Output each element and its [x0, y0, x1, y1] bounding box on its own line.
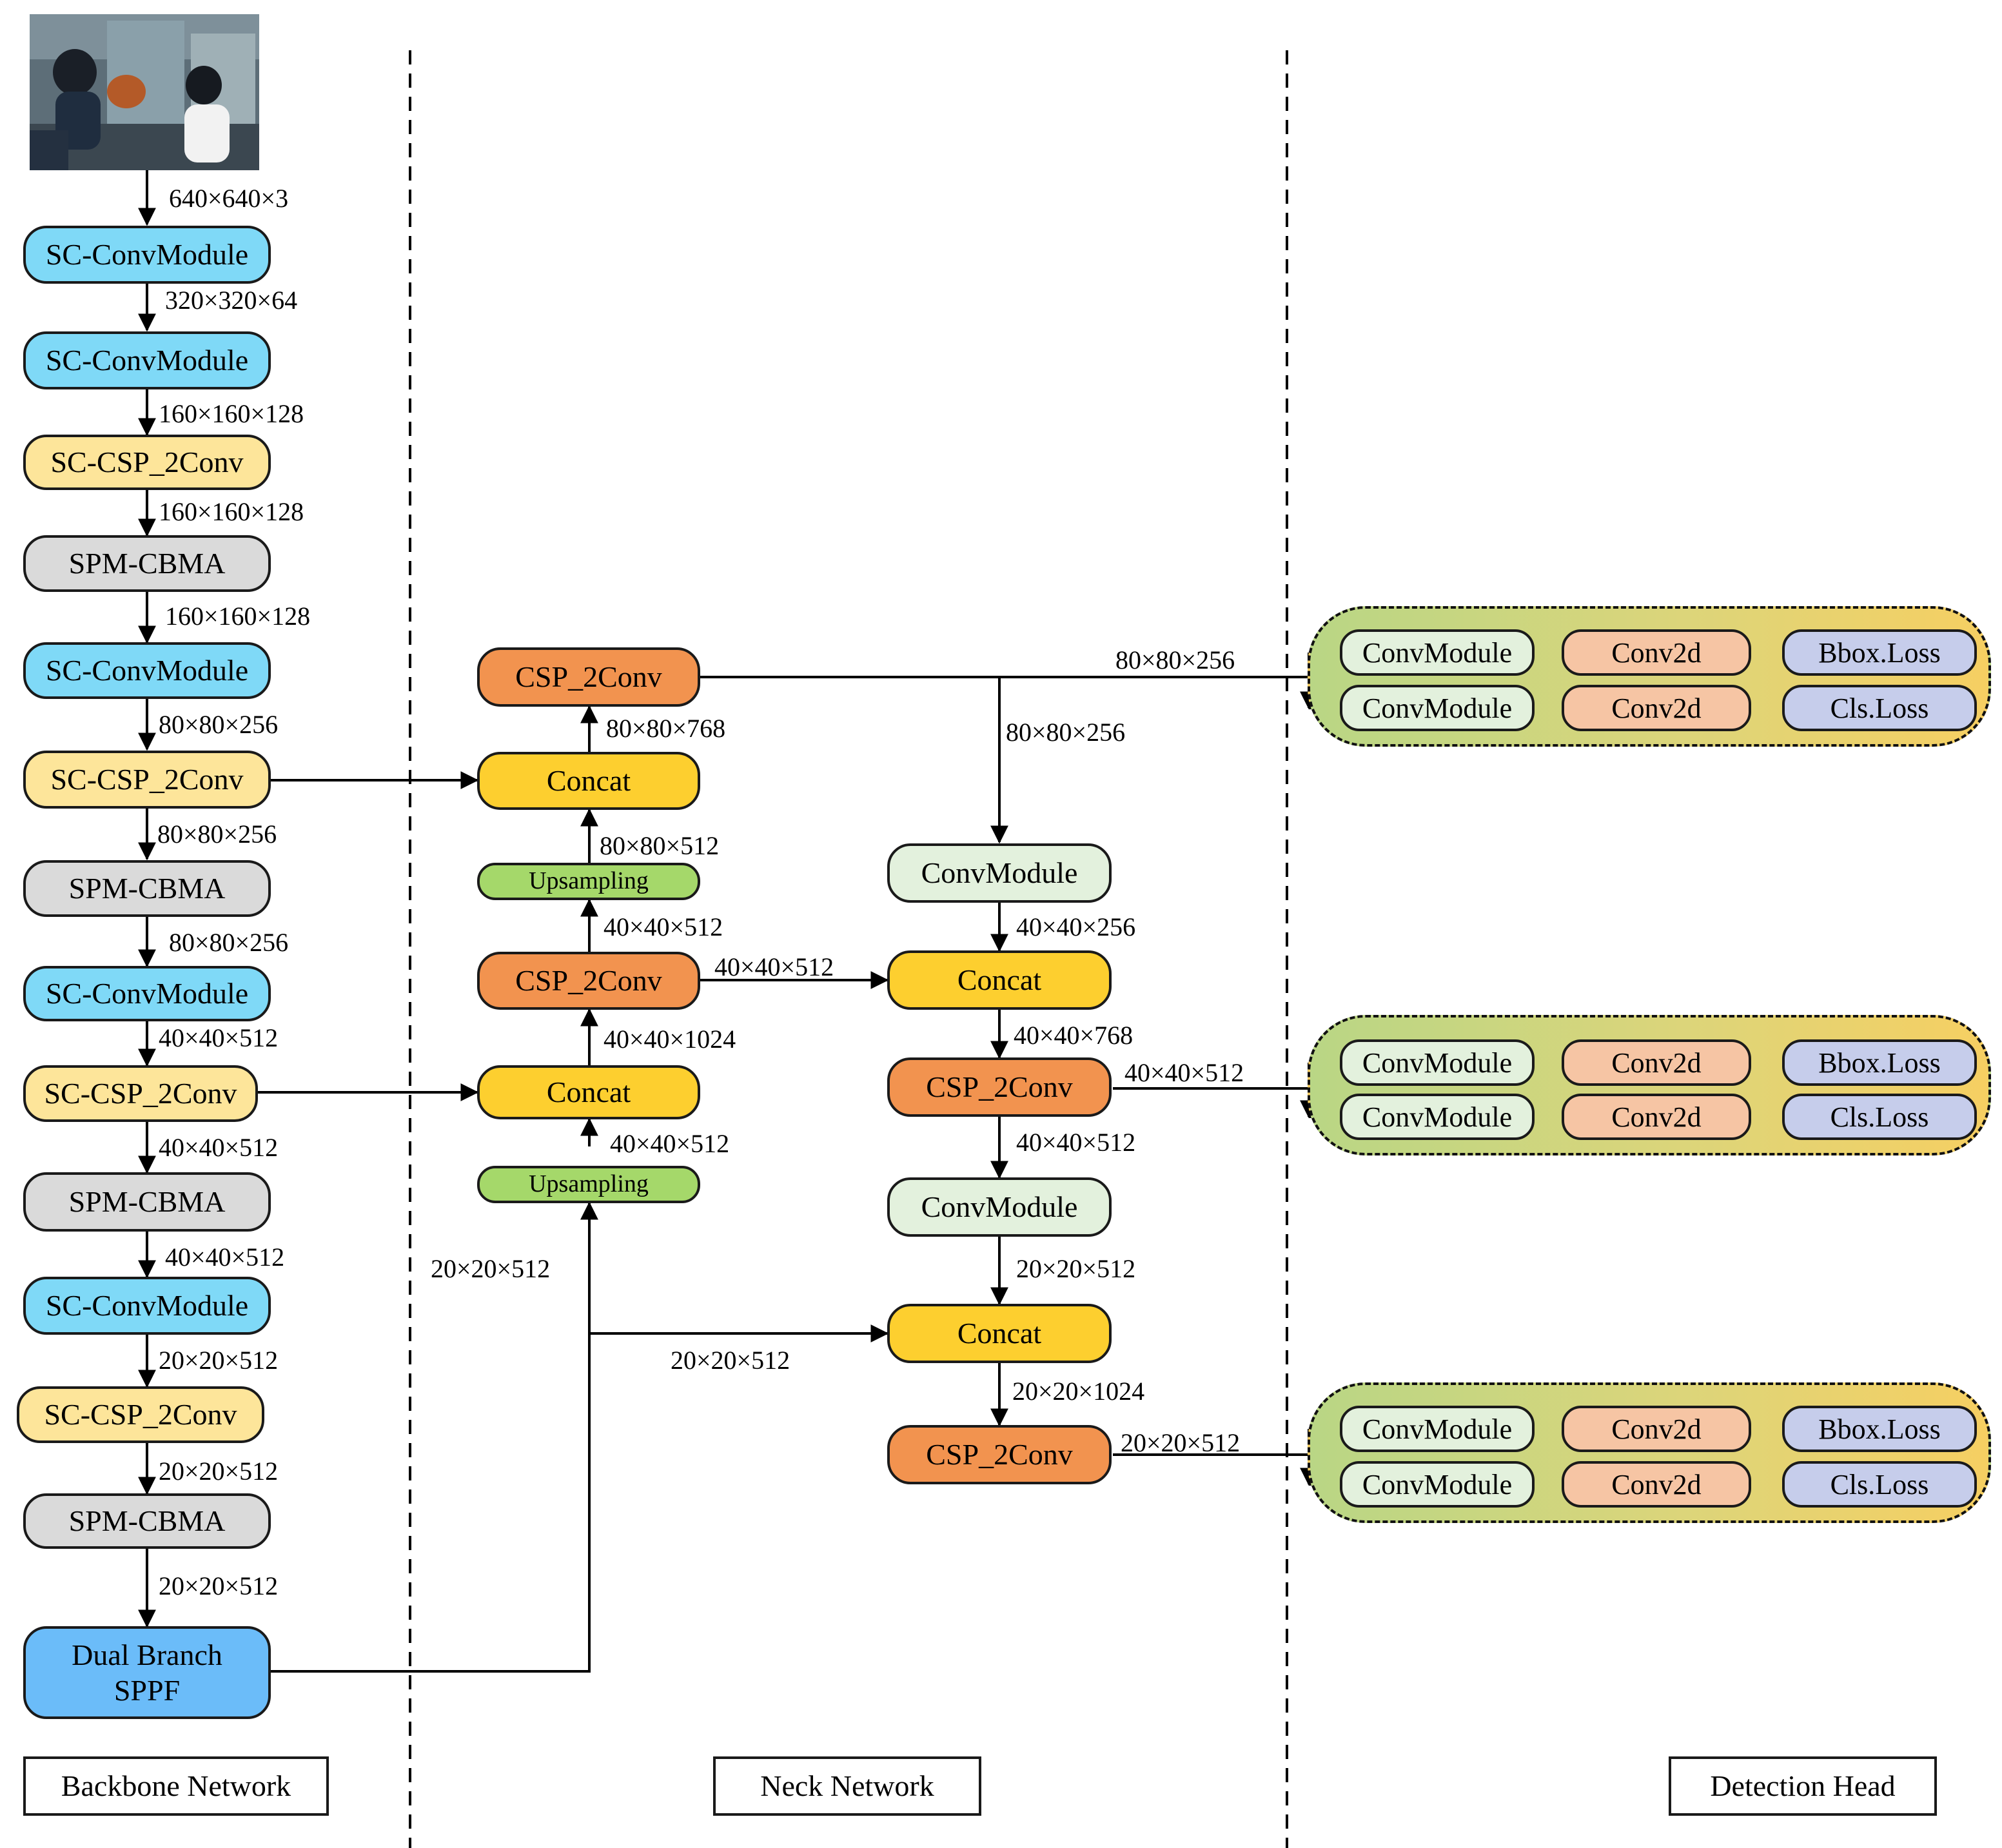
neck-csp-2conv-right-bottom: CSP_2Conv	[887, 1425, 1112, 1484]
output-dim-label: 80×80×256	[1115, 645, 1235, 674]
neck-convmodule-top: ConvModule	[887, 843, 1112, 903]
dim-label: 160×160×128	[159, 399, 304, 428]
head-conv2d: Conv2d	[1562, 629, 1751, 676]
neck-csp-2conv-mid: CSP_2Conv	[477, 952, 700, 1010]
dim-label: 20×20×512	[671, 1346, 790, 1375]
dim-label: 40×40×1024	[604, 1025, 736, 1054]
section-label-backbone: Backbone Network	[23, 1756, 329, 1816]
dim-label: 20×20×1024	[1012, 1377, 1145, 1406]
backbone-spm-cbma-3: SPM-CBMA	[23, 1172, 271, 1232]
dim-label: 80×80×768	[606, 714, 726, 743]
dim-label: 80×80×256	[169, 928, 289, 957]
head-convmodule: ConvModule	[1340, 1461, 1535, 1508]
head-convmodule: ConvModule	[1340, 1094, 1535, 1140]
dim-label: 40×40×256	[1016, 912, 1136, 941]
input-image	[30, 14, 259, 170]
head-convmodule: ConvModule	[1340, 1039, 1535, 1086]
head-conv2d: Conv2d	[1562, 685, 1751, 731]
dim-label: 40×40×512	[159, 1133, 279, 1162]
dim-label: 40×40×512	[604, 912, 723, 941]
dim-label: 40×40×512	[159, 1023, 279, 1052]
section-label-neck: Neck Network	[713, 1756, 981, 1816]
neck-concat-right-bottom: Concat	[887, 1304, 1112, 1363]
head-bbox-loss: Bbox.Loss	[1782, 1406, 1977, 1452]
backbone-spm-cbma-1: SPM-CBMA	[23, 535, 271, 592]
backbone-sc-convmodule-5: SC-ConvModule	[23, 1277, 271, 1335]
dim-label: 80×80×512	[600, 831, 720, 860]
backbone-dual-branch-sppf: Dual Branch SPPF	[23, 1626, 271, 1719]
neck-upsampling-top: Upsampling	[477, 863, 700, 900]
backbone-sc-csp-1: SC-CSP_2Conv	[23, 435, 271, 490]
backbone-sc-convmodule-4: SC-ConvModule	[23, 966, 271, 1021]
backbone-spm-cbma-2: SPM-CBMA	[23, 860, 271, 917]
dim-label: 20×20×512	[159, 1346, 279, 1375]
head-conv2d: Conv2d	[1562, 1039, 1751, 1086]
dim-label: 40×40×512	[610, 1129, 730, 1158]
dim-label: 40×40×512	[714, 952, 834, 981]
head-convmodule: ConvModule	[1340, 629, 1535, 676]
neck-csp-2conv-top: CSP_2Conv	[477, 647, 700, 707]
dim-label: 320×320×64	[165, 286, 298, 315]
head-cls-loss: Cls.Loss	[1782, 685, 1977, 731]
head-bbox-loss: Bbox.Loss	[1782, 629, 1977, 676]
head-convmodule: ConvModule	[1340, 1406, 1535, 1452]
dim-label: 40×40×512	[165, 1243, 285, 1272]
dim-label: 80×80×256	[157, 820, 277, 849]
dim-label: 40×40×512	[1016, 1128, 1136, 1157]
dim-label: 20×20×512	[1016, 1254, 1136, 1283]
dim-label: 40×40×768	[1014, 1021, 1133, 1050]
head-cls-loss: Cls.Loss	[1782, 1461, 1977, 1508]
neck-csp-2conv-right-mid: CSP_2Conv	[887, 1057, 1112, 1117]
dim-label: 80×80×256	[1006, 718, 1126, 747]
output-dim-label: 40×40×512	[1124, 1058, 1244, 1087]
neck-concat-top: Concat	[477, 752, 700, 810]
backbone-sc-csp-4: SC-CSP_2Conv	[17, 1386, 264, 1443]
sppf-line-2: SPPF	[113, 1674, 181, 1707]
backbone-spm-cbma-4: SPM-CBMA	[23, 1493, 271, 1549]
backbone-sc-csp-2: SC-CSP_2Conv	[23, 751, 271, 809]
dim-label: 160×160×128	[165, 602, 311, 631]
dim-label: 20×20×512	[159, 1457, 279, 1486]
backbone-sc-convmodule-1: SC-ConvModule	[23, 226, 271, 284]
dim-label: 80×80×256	[159, 710, 279, 739]
head-conv2d: Conv2d	[1562, 1406, 1751, 1452]
sppf-line-1: Dual Branch	[72, 1638, 222, 1671]
head-conv2d: Conv2d	[1562, 1094, 1751, 1140]
dim-label: 640×640×3	[169, 184, 289, 213]
backbone-sc-convmodule-3: SC-ConvModule	[23, 642, 271, 699]
output-dim-label: 20×20×512	[1121, 1428, 1241, 1457]
neck-concat-mid: Concat	[477, 1065, 700, 1119]
dim-label: 160×160×128	[159, 497, 304, 526]
backbone-sc-csp-3: SC-CSP_2Conv	[23, 1065, 258, 1122]
section-label-head: Detection Head	[1669, 1756, 1937, 1816]
head-conv2d: Conv2d	[1562, 1461, 1751, 1508]
backbone-sc-convmodule-2: SC-ConvModule	[23, 331, 271, 389]
head-bbox-loss: Bbox.Loss	[1782, 1039, 1977, 1086]
head-cls-loss: Cls.Loss	[1782, 1094, 1977, 1140]
neck-upsampling-bottom: Upsampling	[477, 1166, 700, 1203]
dim-label: 20×20×512	[431, 1254, 551, 1283]
dim-label: 20×20×512	[159, 1571, 279, 1600]
neck-concat-right-top: Concat	[887, 950, 1112, 1010]
head-convmodule: ConvModule	[1340, 685, 1535, 731]
neck-convmodule-mid: ConvModule	[887, 1177, 1112, 1237]
